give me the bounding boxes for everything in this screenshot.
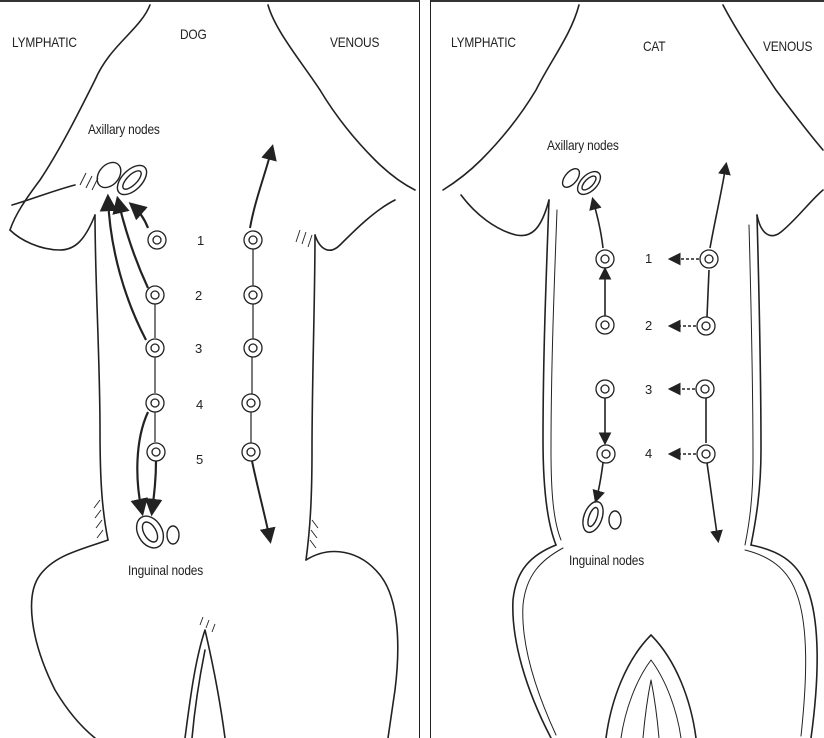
cat-gland-number: 3 [645, 382, 652, 397]
cat-inguinal-label: Inguinal nodes [569, 552, 644, 568]
cat-lymphatic-arrows [593, 200, 605, 500]
dog-venous-glands [242, 231, 262, 461]
dog-gland-number: 4 [196, 397, 203, 412]
cat-gland-number: 1 [645, 251, 652, 266]
cat-axillary-label: Axillary nodes [547, 137, 619, 153]
dog-inguinal-nodes [131, 511, 179, 552]
cat-lymphatic-label: LYMPHATIC [451, 34, 516, 50]
dog-body-outline [0, 0, 420, 738]
dog-gland-number: 1 [197, 233, 204, 248]
dog-gland-number: 3 [195, 341, 202, 356]
cat-gland-number: 2 [645, 318, 652, 333]
dog-axillary-label: Axillary nodes [88, 121, 160, 137]
cat-body-outline [431, 0, 824, 738]
dog-lymphatic-glands [146, 231, 166, 461]
dog-venous-label: VENOUS [330, 34, 379, 50]
cat-title: CAT [643, 38, 665, 54]
cat-gland-number: 4 [645, 446, 652, 461]
cat-venous-arrows [671, 165, 726, 540]
dog-panel: LYMPHATIC DOG VENOUS Axillary nodes Ingu… [0, 0, 420, 738]
dog-lymphatic-label: LYMPHATIC [12, 34, 77, 50]
dog-title: DOG [180, 26, 207, 42]
dog-inguinal-label: Inguinal nodes [128, 562, 203, 578]
cat-inguinal-nodes [579, 499, 621, 535]
cat-venous-label: VENOUS [763, 38, 812, 54]
cat-panel: LYMPHATIC CAT VENOUS Axillary nodes Ingu… [430, 0, 824, 738]
cat-venous-glands [696, 250, 718, 463]
cat-axillary-nodes [559, 166, 604, 199]
dog-axillary-nodes [92, 158, 151, 200]
dog-gland-number: 2 [195, 288, 202, 303]
dog-gland-number: 5 [196, 452, 203, 467]
